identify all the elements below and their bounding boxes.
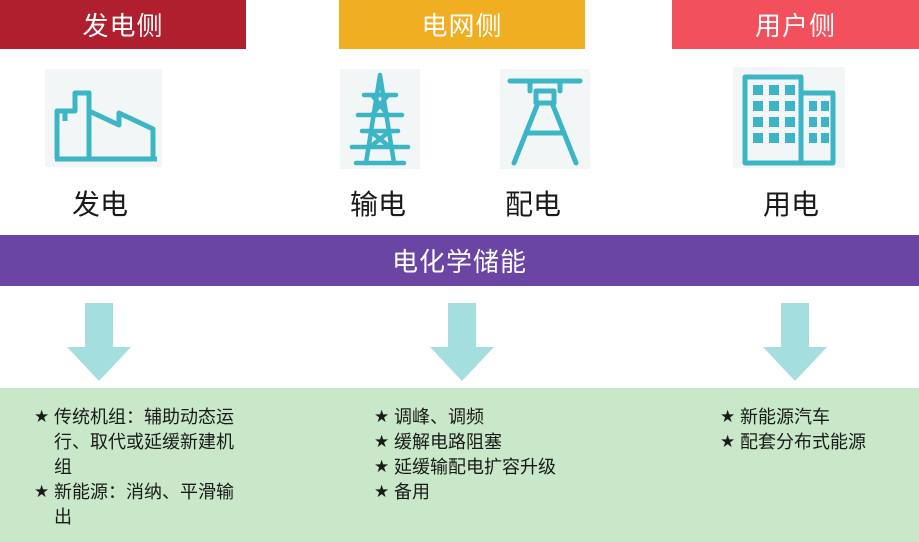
building-icon xyxy=(733,67,845,168)
list-item: ★备用 xyxy=(374,482,430,503)
transmission-tower-icon xyxy=(340,69,420,169)
grid-side-header: 电网侧 xyxy=(339,0,585,49)
generation-label: 发电 xyxy=(71,188,128,221)
star-icon: ★ xyxy=(720,407,736,427)
distribution-pole-icon xyxy=(500,69,590,169)
list-item: ★延缓输配电扩容升级 xyxy=(374,457,556,478)
generation-side-header: 发电侧 xyxy=(0,0,246,49)
star-icon: ★ xyxy=(374,457,390,477)
generation-side-title: 发电侧 xyxy=(82,12,164,42)
list-item: ★缓解电路阻塞 xyxy=(374,432,502,453)
list-item: ★传统机组：辅助动态运行、取代或延缓新建机组 xyxy=(34,407,234,478)
list-item: ★新能源汽车 xyxy=(720,407,830,428)
band-label: 电化学储能 xyxy=(391,248,527,278)
list-item: ★新能源：消纳、平滑输出 xyxy=(34,482,234,528)
generation-applications-list: ★传统机组：辅助动态运行、取代或延缓新建机组 ★新能源：消纳、平滑输出 xyxy=(34,405,249,530)
star-icon: ★ xyxy=(374,407,390,427)
user-applications-list: ★新能源汽车 ★配套分布式能源 xyxy=(720,405,910,455)
user-side-title: 用户侧 xyxy=(754,12,836,42)
consumption-label: 用电 xyxy=(762,188,819,221)
down-arrow-icon xyxy=(430,303,494,381)
list-item: ★配套分布式能源 xyxy=(720,432,866,453)
power-plant-icon xyxy=(45,69,162,167)
distribution-label: 配电 xyxy=(504,188,561,221)
grid-side-title: 电网侧 xyxy=(421,12,503,42)
applications-panel: ★传统机组：辅助动态运行、取代或延缓新建机组 ★新能源：消纳、平滑输出 ★调峰、… xyxy=(0,388,919,542)
electrochemical-storage-band: 电化学储能 xyxy=(0,235,919,286)
transmission-label: 输电 xyxy=(349,188,406,221)
star-icon: ★ xyxy=(34,407,50,427)
down-arrow-icon xyxy=(763,303,827,381)
star-icon: ★ xyxy=(374,432,390,452)
user-side-header: 用户侧 xyxy=(672,0,919,49)
star-icon: ★ xyxy=(720,432,736,452)
grid-applications-list: ★调峰、调频 ★缓解电路阻塞 ★延缓输配电扩容升级 ★备用 xyxy=(374,405,614,505)
down-arrow-icon xyxy=(67,303,131,381)
list-item: ★调峰、调频 xyxy=(374,407,484,428)
star-icon: ★ xyxy=(34,482,50,502)
star-icon: ★ xyxy=(374,482,390,502)
